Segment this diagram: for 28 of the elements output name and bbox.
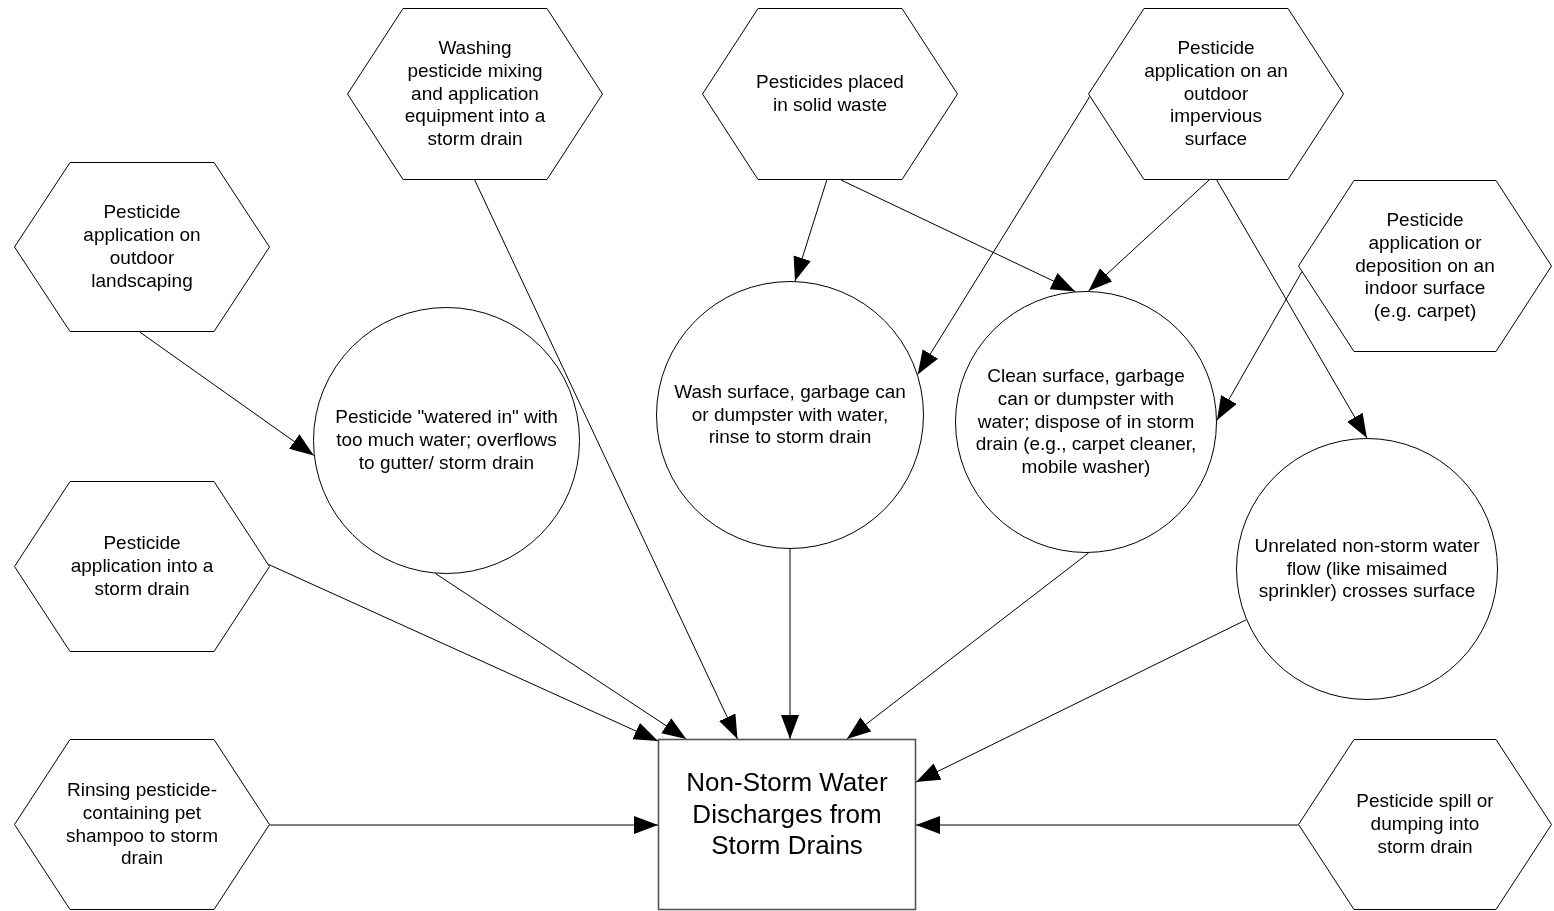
arrow [268, 564, 659, 742]
arrow [269, 816, 659, 834]
node-label: Pesticide application or deposition on an indoor surface (e.g. carpet) [1354, 209, 1496, 323]
arrow [915, 816, 1299, 834]
node-label: Rinsing pesticide-containing pet shampoo to storm drain [64, 778, 220, 871]
node-label: Unrelated non-storm water flow (like misaimed sprinkler) crosses surface [1253, 534, 1481, 604]
arrow [781, 548, 799, 740]
arrow [915, 619, 1247, 783]
node-label: Non-Storm Water Discharges from Storm Drains [685, 766, 889, 863]
node-label: Pesticide spill or dumping into storm drain [1355, 790, 1495, 859]
arrow [474, 179, 738, 740]
node-label: Pesticide application on outdoor landscaping [82, 201, 202, 293]
node-label: Pesticides placed in solid waste [755, 71, 905, 117]
arrow [840, 179, 1076, 292]
node-label: Pesticide application into a storm drain [69, 532, 215, 601]
arrow [139, 331, 315, 456]
arrow [434, 573, 687, 740]
arrow [1088, 179, 1210, 292]
node-label: Wash surface, garbage can or dumpster with water, rinse to storm drain [673, 380, 907, 450]
node-label: Clean surface, garbage can or dumpster with water; dispose of in storm drain (e.g., carpet cleaner, mobile washer) [974, 365, 1198, 479]
arrow [917, 96, 1091, 375]
arrow [793, 179, 828, 282]
node-label: Washing pesticide mixing and application equipment into a storm drain [403, 37, 547, 151]
node-label: Pesticide "watered in" with too much water; overflows to gutter/ storm drain [334, 406, 559, 475]
arrow [1216, 179, 1368, 439]
node-label: Pesticide application on an outdoor impervious surface [1143, 37, 1289, 151]
arrow [1216, 271, 1303, 421]
arrow [846, 552, 1089, 740]
